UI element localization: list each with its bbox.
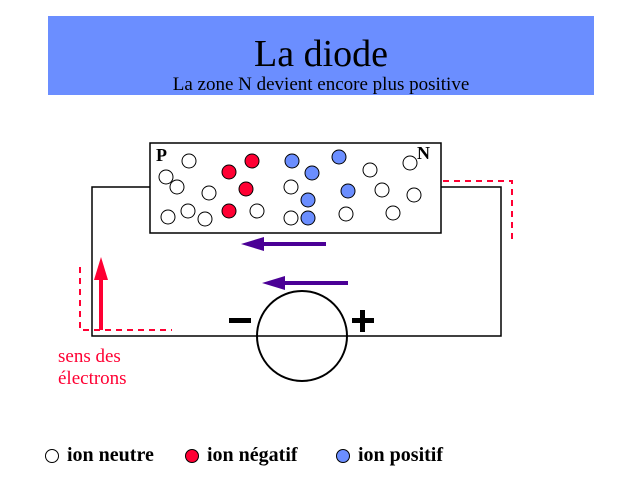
legend-negative: ion négatif [185,444,298,467]
positive-ion [300,210,316,226]
electron-label-line2: électrons [58,368,127,389]
page-title: La diode [253,33,388,75]
legend-label: ion positif [358,444,444,466]
legend-label: ion neutre [67,444,154,466]
neutral-ion [181,153,197,169]
neutral-ion [283,210,299,226]
minus-sign [229,318,251,323]
label-n-zone: N [417,143,430,163]
label-p-zone: P [156,145,167,165]
neutral-ion [283,179,299,195]
dashed-path-left [79,267,172,331]
ions-group [158,149,422,227]
positive-ion [300,192,316,208]
electron-direction-label: sens des électrons [58,346,127,390]
legend-positive: ion positif [336,444,443,467]
negative-ion [238,181,254,197]
neutral-ion [338,206,354,222]
positive-ion-icon [336,448,350,463]
battery-symbol [256,290,348,382]
neutral-ion [169,179,185,195]
negative-ion-icon [185,448,199,463]
negative-ion [244,153,260,169]
legend-neutral: ion neutre [45,444,154,467]
neutral-ion-icon [45,448,59,463]
neutral-ion [249,203,265,219]
title-banner: La diode La zone N devient encore plus p… [48,16,594,95]
positive-ion [284,153,300,169]
neutral-ion [180,203,196,219]
positive-ion [331,149,347,165]
field-arrow-1-head [241,237,264,251]
neutral-ion [158,169,174,185]
neutral-ion [197,211,213,227]
neutral-ion [402,155,418,171]
neutral-ion [160,209,176,225]
positive-ion [304,165,320,181]
neutral-ion [201,185,217,201]
electron-arrow-head [94,257,108,280]
field-arrow-2-head [262,276,285,290]
negative-ion [221,164,237,180]
dashed-path-right [443,180,513,244]
page-subtitle: La zone N devient encore plus positive [172,74,470,95]
negative-ion [221,203,237,219]
electron-label-line1: sens des [58,346,121,367]
neutral-ion [406,187,422,203]
circuit-wire [91,186,502,337]
neutral-ion [385,205,401,221]
plus-sign-v [360,310,365,332]
neutral-ion [362,162,378,178]
positive-ion [340,183,356,199]
neutral-ion [374,182,390,198]
legend-label: ion négatif [207,444,298,466]
